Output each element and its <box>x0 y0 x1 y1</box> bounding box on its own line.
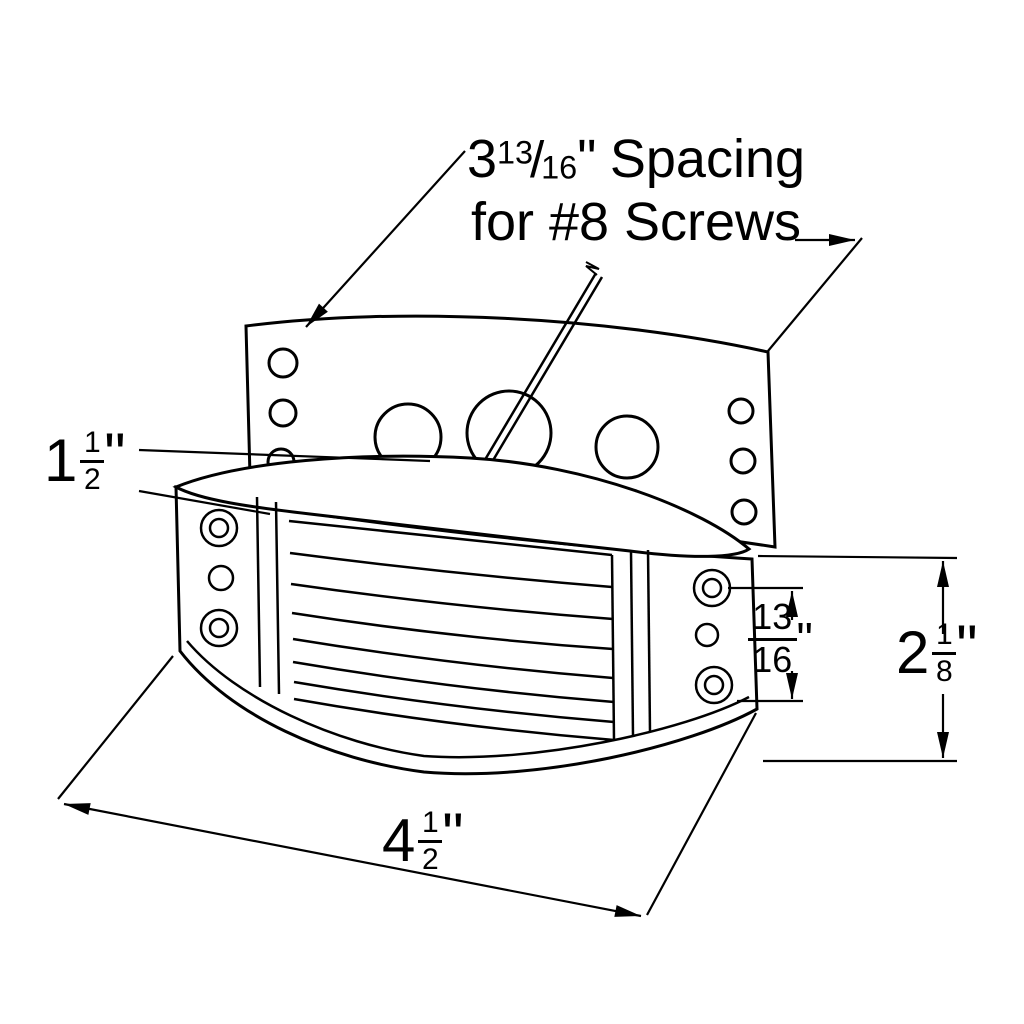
grommet-hole <box>703 674 725 696</box>
height-numerator: 1 <box>932 620 957 655</box>
inch-mark: " <box>956 613 978 680</box>
inch-mark: " <box>442 801 464 868</box>
screw-shaft <box>474 276 604 490</box>
inch-mark: " <box>577 129 597 189</box>
left-flange-edge <box>255 496 262 688</box>
spacing-leader-left <box>305 150 466 328</box>
depth-whole: 1 <box>44 427 78 495</box>
screw-hole <box>730 498 758 526</box>
dim-label-hole-offset: 13 16 " <box>748 599 813 681</box>
depth-numerator: 1 <box>80 428 105 463</box>
width-numerator: 1 <box>418 808 443 843</box>
screw-hole <box>727 397 755 425</box>
screw-shaft <box>468 272 598 486</box>
depth-leader-bottom <box>138 489 271 516</box>
spacing-annotation: 313/16"Spacing for #8 Screws <box>436 128 836 253</box>
width-extension-right <box>646 712 757 916</box>
screw-hole <box>729 447 757 475</box>
inch-mark: " <box>104 421 126 488</box>
base-rim <box>186 640 750 759</box>
grommet-hole <box>208 517 230 539</box>
grommet-hole <box>701 577 723 599</box>
depth-leader-top <box>138 448 431 463</box>
coil-wrap-lines <box>288 519 615 742</box>
spacing-line1: 313/16"Spacing <box>436 128 836 191</box>
depth-fraction: 1 2 <box>80 428 105 496</box>
spacing-whole: 3 <box>466 129 497 189</box>
dimension-lines <box>57 150 958 918</box>
inch-mark: " <box>796 612 813 665</box>
small-hole <box>207 564 235 592</box>
buzzer-body <box>172 454 759 776</box>
width-extension-left <box>57 655 174 800</box>
spacing-denominator: 16 <box>541 149 578 186</box>
offset-numerator: 13 <box>748 599 797 642</box>
spacing-word: Spacing <box>609 129 806 189</box>
right-flange-grommets <box>692 568 734 705</box>
dim-label-depth: 1 1 2 " <box>44 421 126 496</box>
spacing-numerator: 13 <box>497 134 534 171</box>
offset-denominator: 16 <box>752 640 793 681</box>
spacing-line2: for #8 Screws <box>470 191 802 252</box>
offset-fraction: 13 16 <box>748 599 797 681</box>
height-fraction: 1 8 <box>932 620 957 688</box>
fraction-slash: / <box>529 131 545 188</box>
dim-label-height: 2 1 8 " <box>896 613 978 688</box>
plate-holes <box>266 347 758 526</box>
left-flange-edge <box>274 501 281 695</box>
height-denominator: 8 <box>935 654 953 688</box>
top-face <box>172 454 752 558</box>
height-whole: 2 <box>896 619 930 687</box>
left-flange-grommets <box>199 508 239 648</box>
depth-denominator: 2 <box>83 462 101 496</box>
small-hole <box>694 622 720 648</box>
width-dimension-line <box>63 802 642 918</box>
screw-hole <box>267 347 299 379</box>
spacing-extension-right <box>767 237 863 352</box>
right-flange-edge <box>646 549 652 733</box>
right-flange-edge <box>610 554 616 741</box>
width-denominator: 2 <box>421 842 439 876</box>
grommet-hole <box>208 617 230 639</box>
height-extension-top <box>757 554 958 560</box>
mounting-screw <box>468 261 604 490</box>
screw-hole <box>268 398 298 428</box>
screw-broken-tip <box>585 261 600 276</box>
width-whole: 4 <box>382 807 416 875</box>
right-flange-edge <box>629 550 635 737</box>
large-hole <box>594 414 660 480</box>
dim-label-width: 4 1 2 " <box>382 801 464 876</box>
width-fraction: 1 2 <box>418 808 443 876</box>
